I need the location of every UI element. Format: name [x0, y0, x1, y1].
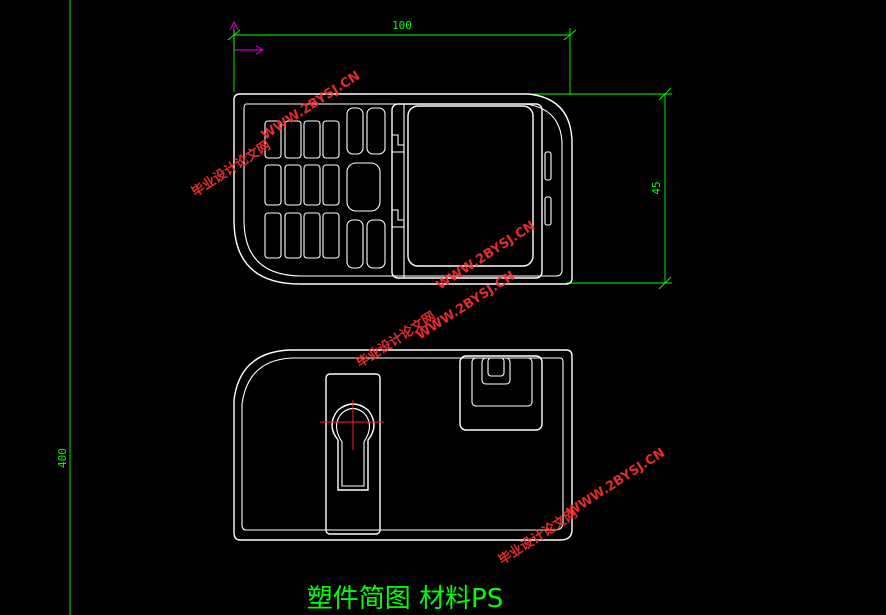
- right-dimension-text: 45: [650, 181, 663, 194]
- phone-top-view: [233, 93, 573, 285]
- watermark-site-name: 毕业设计论文网: [188, 137, 273, 200]
- bottom-view-outer-outline: [233, 349, 573, 541]
- top-view-inner-outline: [243, 103, 563, 277]
- top-dimension-text: 100: [392, 19, 412, 32]
- side-slot-lower: [544, 196, 552, 226]
- right-dimension: 45: [528, 87, 672, 290]
- side-slot-upper: [544, 151, 552, 181]
- nav-key-upper-left: [346, 107, 364, 155]
- bottom-view-inner-outline: [241, 357, 564, 531]
- hinge-mark-lower: [392, 209, 405, 228]
- keypad: [264, 107, 386, 269]
- nav-center-key: [346, 162, 381, 212]
- camera-lens-slot: [481, 357, 511, 385]
- left-dimension: 400: [56, 0, 71, 615]
- ucs-icon: [229, 20, 265, 55]
- nav-key-lower-right: [366, 219, 386, 269]
- keyhole-slot: [331, 403, 375, 491]
- watermark-url: WWW.2BYSJ.CN: [414, 269, 518, 344]
- nav-key-lower-left: [346, 219, 364, 269]
- top-view-outer-outline: [233, 93, 573, 285]
- top-dimension: 100: [227, 19, 577, 95]
- watermark-url: WWW.2BYSJ.CN: [434, 219, 538, 294]
- battery-cover: [325, 373, 381, 535]
- camera-housing: [459, 355, 543, 431]
- drawing-caption: 塑件简图 材料PS: [307, 584, 503, 614]
- watermark-site-name: 毕业设计论文网: [495, 505, 580, 568]
- screen-frame: [391, 103, 543, 279]
- watermark-url: WWW.2BYSJ.CN: [564, 446, 668, 521]
- left-dimension-text: 400: [56, 448, 69, 468]
- screen-display: [407, 105, 534, 267]
- hinge-mark-upper: [392, 134, 405, 153]
- watermarks: WWW.2BYSJ.CN 毕业设计论文网 WWW.2BYSJ.CN WWW.2B…: [188, 69, 667, 569]
- nav-key-upper-right: [366, 107, 386, 155]
- phone-bottom-view: [233, 349, 573, 541]
